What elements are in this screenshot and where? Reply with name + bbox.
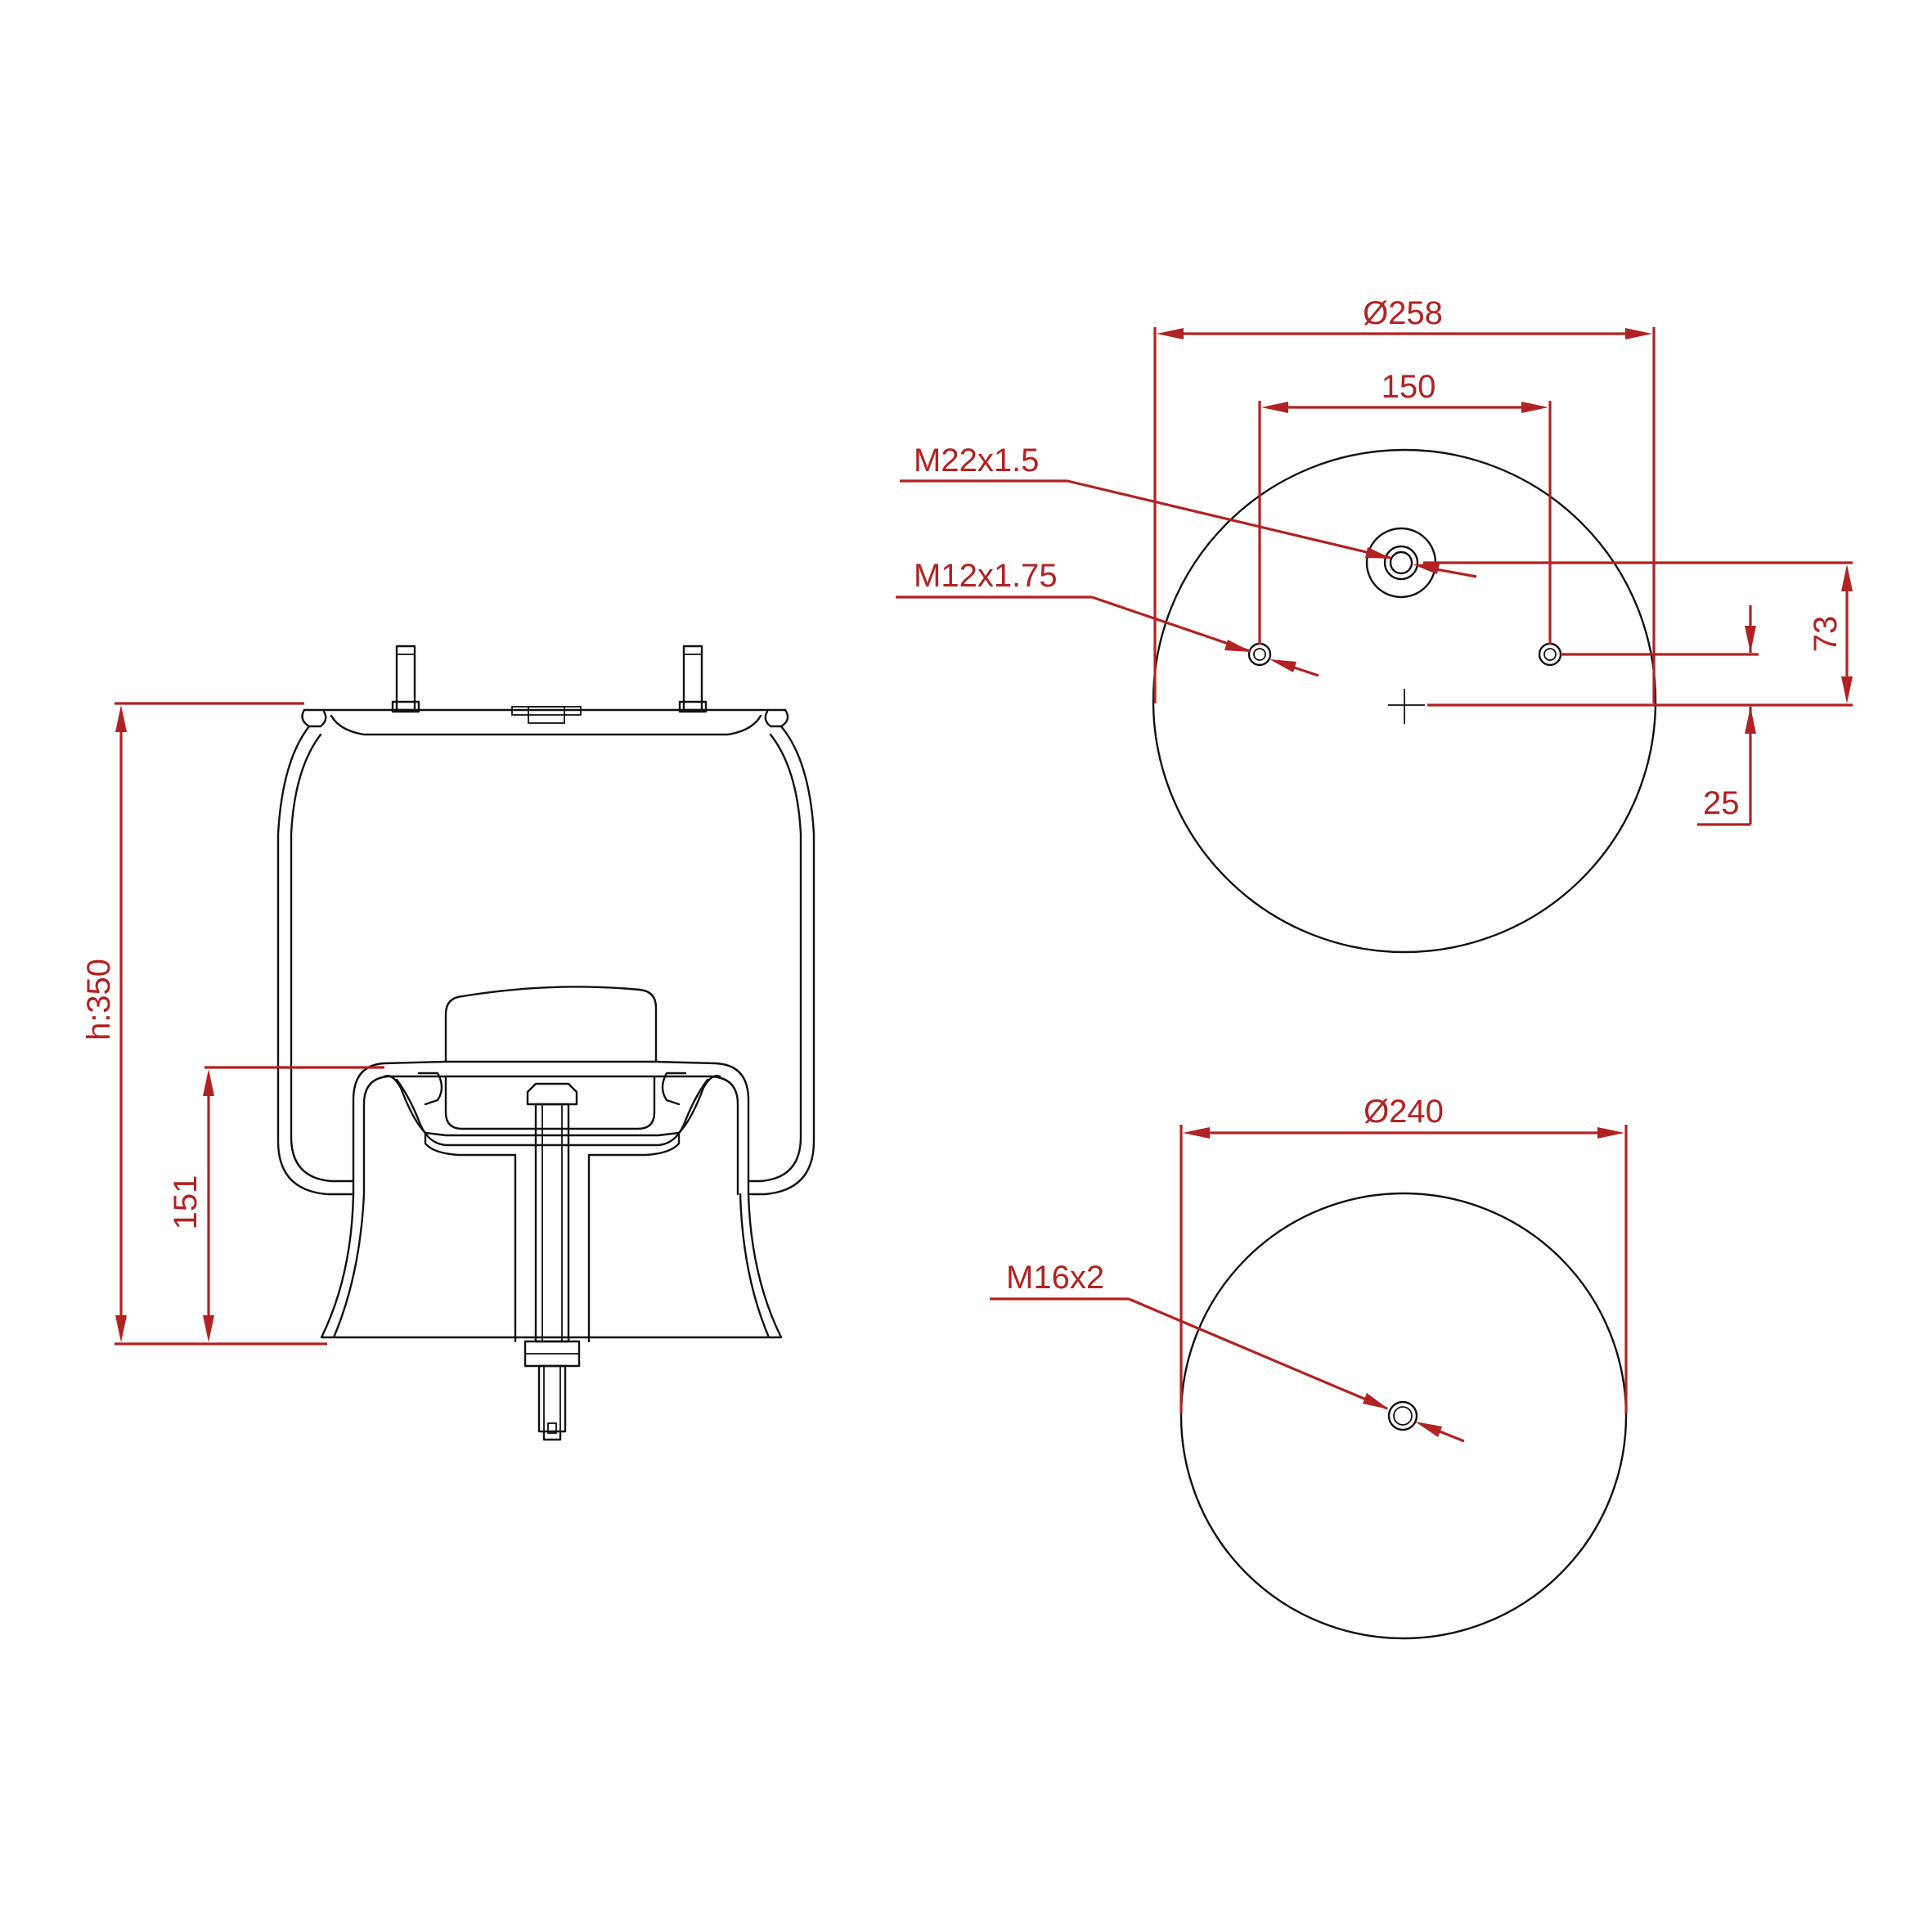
bottom-diameter-label: Ø240 [1364, 1094, 1444, 1130]
top-stud-hole-left [1247, 642, 1272, 667]
stud-thread-label: M12x1.75 [914, 558, 1058, 594]
fitting-offset-dimension: 73 [1423, 561, 1853, 707]
top-stud-right [678, 645, 708, 713]
piston-height-label: 151 [168, 1175, 204, 1230]
bolt-thread-leader: M16x2 [990, 1260, 1465, 1443]
top-diameter-dimension: Ø258 [1153, 295, 1656, 703]
side-view: h:350 151 [81, 645, 815, 1441]
top-stud-hole-right [1538, 642, 1562, 667]
rubber-bellows [276, 725, 815, 1196]
center-bolt [523, 1082, 581, 1441]
height-dimension: h:350 [81, 702, 327, 1346]
top-stud-left [391, 645, 420, 713]
stud-offset-label: 25 [1703, 785, 1740, 821]
air-fitting-leader: M22x1.5 [900, 443, 1477, 578]
piston [320, 1060, 783, 1343]
stud-spacing-dimension: 150 [1258, 369, 1552, 645]
center-mark [1388, 689, 1425, 724]
stud-thread-leader: M12x1.75 [896, 558, 1319, 677]
piston-base-outline [1179, 1192, 1628, 1640]
top-view: Ø258 150 M22x1.5 M12x1.75 [896, 295, 1853, 954]
top-plate-outline [1152, 448, 1657, 954]
bumper [444, 986, 658, 1130]
piston-height-dimension: 151 [168, 1066, 384, 1342]
fitting-offset-label: 73 [1808, 616, 1844, 653]
top-diameter-label: Ø258 [1363, 295, 1443, 331]
bottom-view: Ø240 M16x2 [990, 1094, 1628, 1640]
top-bead-plate [301, 706, 789, 736]
bottom-diameter-dimension: Ø240 [1179, 1094, 1628, 1413]
bottom-bolt-hole [1387, 1400, 1418, 1431]
air-fitting-label: M22x1.5 [914, 443, 1039, 479]
stud-offset-dimension: 25 [1561, 605, 1759, 826]
stud-spacing-label: 150 [1382, 369, 1436, 405]
bolt-thread-label: M16x2 [1006, 1260, 1104, 1296]
height-label: h:350 [81, 959, 117, 1040]
